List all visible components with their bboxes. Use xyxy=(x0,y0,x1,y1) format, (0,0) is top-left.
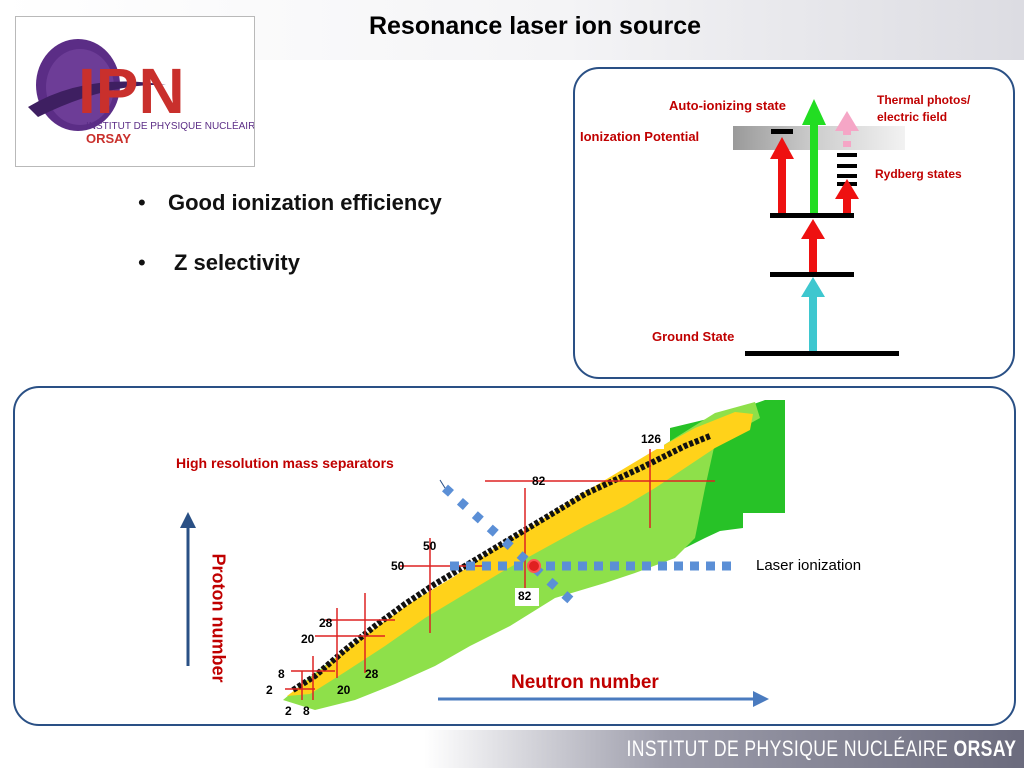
neutron-axis-label: Neutron number xyxy=(511,672,659,693)
intermediate-level-1 xyxy=(770,272,854,277)
bullet-list: • Good ionization efficiency • Z selecti… xyxy=(138,190,442,276)
proton-axis-label: Proton number xyxy=(208,553,229,683)
footer-institute-text: INSTITUT DE PHYSIQUE NUCLÉAIRE ORSAY xyxy=(626,736,1016,762)
pink-arrow-head xyxy=(835,111,859,131)
red-arrow-head xyxy=(770,137,794,159)
red-arrow-shaft xyxy=(843,197,851,213)
magic-label-box xyxy=(620,431,664,449)
laser-ionization-label: Laser ionization xyxy=(756,557,862,574)
auto-ionizing-label: Auto-ionizing state xyxy=(669,98,786,113)
magic-label-n126: 126 xyxy=(641,432,662,446)
logo-line1: INSTITUT DE PHYSIQUE NUCLÉAIRE xyxy=(86,119,254,132)
magic-label-n8: 8 xyxy=(303,704,310,718)
intermediate-level-2 xyxy=(770,213,854,218)
ipn-logo-graphic: IPN INSTITUT DE PHYSIQUE NUCLÉAIRE ORSAY xyxy=(28,39,262,146)
ipn-logo: IPN INSTITUT DE PHYSIQUE NUCLÉAIRE ORSAY xyxy=(15,16,262,167)
logo-swoosh xyxy=(28,81,166,117)
rydberg-level xyxy=(837,164,857,168)
nuclide-chart-panel: 126 82 82 50 50 28 20 28 8 2 20 2 8 High… xyxy=(13,386,1016,726)
ionization-continuum xyxy=(733,126,905,150)
slide-title: Resonance laser ion source xyxy=(368,12,702,40)
ionization-potential-label: Ionization Potential xyxy=(580,129,700,144)
proton-axis-arrowhead xyxy=(180,512,196,528)
magic-label-box xyxy=(515,588,539,606)
green-arrow-head xyxy=(802,99,826,125)
magic-lines xyxy=(285,440,715,700)
footer-text-part2: ORSAY xyxy=(953,736,1016,761)
magic-label-z2: 2 xyxy=(266,683,273,697)
cyan-arrow-shaft xyxy=(809,295,817,351)
chart-stable-valley xyxy=(287,412,753,696)
thermal-label-line1: Thermal photos/ xyxy=(877,93,971,107)
green-arrow-shaft xyxy=(810,121,818,213)
magic-label-n2: 2 xyxy=(285,704,292,718)
magic-label-z50: 50 xyxy=(423,539,437,553)
rydberg-label: Rydberg states xyxy=(875,167,962,181)
bullet-text: Z selectivity xyxy=(174,250,300,275)
red-arrow-head xyxy=(835,179,859,199)
mass-separator-label: High resolution mass separators xyxy=(176,455,394,471)
logo-line2: ORSAY xyxy=(86,131,131,146)
magic-label-z28: 28 xyxy=(319,616,333,630)
pink-arrow-dash xyxy=(843,141,851,147)
label-leader xyxy=(439,479,446,489)
selected-isotope-marker xyxy=(527,559,541,573)
rydberg-level xyxy=(837,174,857,178)
bullet-dot: • xyxy=(138,190,146,215)
magic-label-n50: 50 xyxy=(391,559,405,573)
bullet-text: Good ionization efficiency xyxy=(168,190,442,215)
cyan-arrow-head xyxy=(801,277,825,297)
rydberg-level xyxy=(837,153,857,157)
neutron-axis-arrowhead xyxy=(753,691,769,707)
magic-label-z8: 8 xyxy=(278,667,285,681)
footer-text-part1: INSTITUT DE PHYSIQUE NUCLÉAIRE xyxy=(626,736,948,761)
footer-bar: INSTITUT DE PHYSIQUE NUCLÉAIRE ORSAY xyxy=(424,730,1024,768)
magic-label-n82: 82 xyxy=(518,589,532,603)
ground-state-label: Ground State xyxy=(652,329,735,344)
energy-level-panel: Auto-ionizing state Thermal photos/ elec… xyxy=(573,67,1015,379)
bullet-item: • Z selectivity xyxy=(138,250,442,276)
red-arrow-head xyxy=(801,219,825,239)
pink-arrow-dash xyxy=(843,129,851,135)
mass-separator-dashed-line xyxy=(442,484,578,608)
magic-label-n20: 20 xyxy=(337,683,351,697)
auto-ionizing-level xyxy=(771,129,793,134)
magic-label-n28: 28 xyxy=(365,667,379,681)
bullet-dot: • xyxy=(138,250,146,275)
magic-label-z20: 20 xyxy=(301,632,315,646)
stability-line xyxy=(291,433,712,693)
nuclide-chart xyxy=(180,400,785,710)
bullet-item: • Good ionization efficiency xyxy=(138,190,442,216)
energy-level-diagram xyxy=(733,99,905,356)
magic-label-z82: 82 xyxy=(532,474,546,488)
thermal-label-line2: electric field xyxy=(877,110,948,124)
red-arrow-shaft xyxy=(778,157,786,213)
red-arrow-shaft xyxy=(809,237,817,272)
logo-letters: IPN xyxy=(78,55,185,127)
ground-level xyxy=(745,351,899,356)
